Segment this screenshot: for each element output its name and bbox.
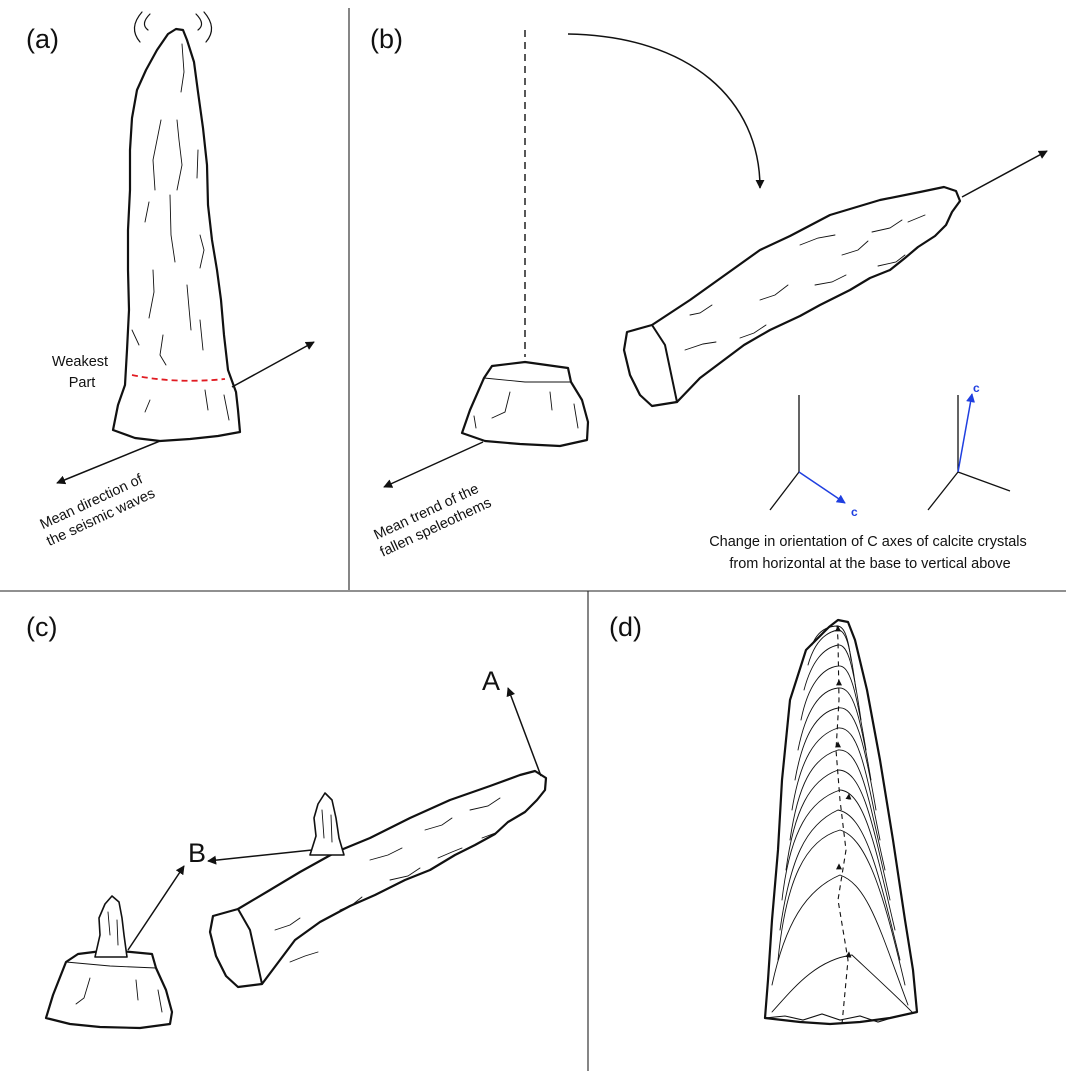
c-axis-label-2: c	[973, 381, 980, 395]
seismic-arrow-forward	[232, 342, 314, 387]
stalagmite-cross-section	[765, 620, 917, 1024]
panel-a-label: (a)	[26, 24, 59, 54]
panel-d: (d)	[609, 612, 917, 1024]
new-stalagmite-on-fallen	[310, 793, 344, 855]
panel-b: (b) Mean trend of the fallen speleothems	[370, 24, 1047, 572]
stalagmite-intact	[113, 29, 240, 441]
panel-a: (a) Weakest	[26, 12, 314, 550]
new-stalagmite-on-stump	[95, 896, 127, 957]
fallen-stalagmite-b	[624, 187, 960, 406]
growth-arrow-a	[508, 688, 541, 776]
fallen-trend-label: Mean trend of the fallen speleothems	[370, 479, 494, 561]
fall-arrow	[568, 34, 760, 188]
c-axis-caption: Change in orientation of C axes of calci…	[709, 534, 1031, 572]
panel-c-label: (c)	[26, 612, 57, 642]
c-axis-label-1: c	[851, 505, 858, 519]
point-b-label: B	[188, 838, 206, 868]
fallen-axis-arrow	[962, 151, 1047, 197]
panel-d-label: (d)	[609, 612, 642, 642]
fallen-stalagmite-c	[210, 771, 546, 987]
fallen-trend-arrow	[384, 442, 483, 487]
c-axis-vertical: c	[928, 381, 1010, 510]
growth-arrow-b-stump	[128, 866, 184, 950]
panel-c: (c) B	[26, 612, 546, 1028]
stump-b	[462, 362, 588, 446]
weakest-part-label: Weakest Part	[52, 354, 112, 391]
c-axis-horizontal: c	[770, 395, 858, 519]
stump-c	[46, 950, 172, 1028]
growth-arrow-b-fallen	[208, 850, 312, 861]
seismic-direction-label: Mean direction of the seismic waves	[37, 469, 158, 550]
panel-b-label: (b)	[370, 24, 403, 54]
point-a-label: A	[482, 666, 500, 696]
